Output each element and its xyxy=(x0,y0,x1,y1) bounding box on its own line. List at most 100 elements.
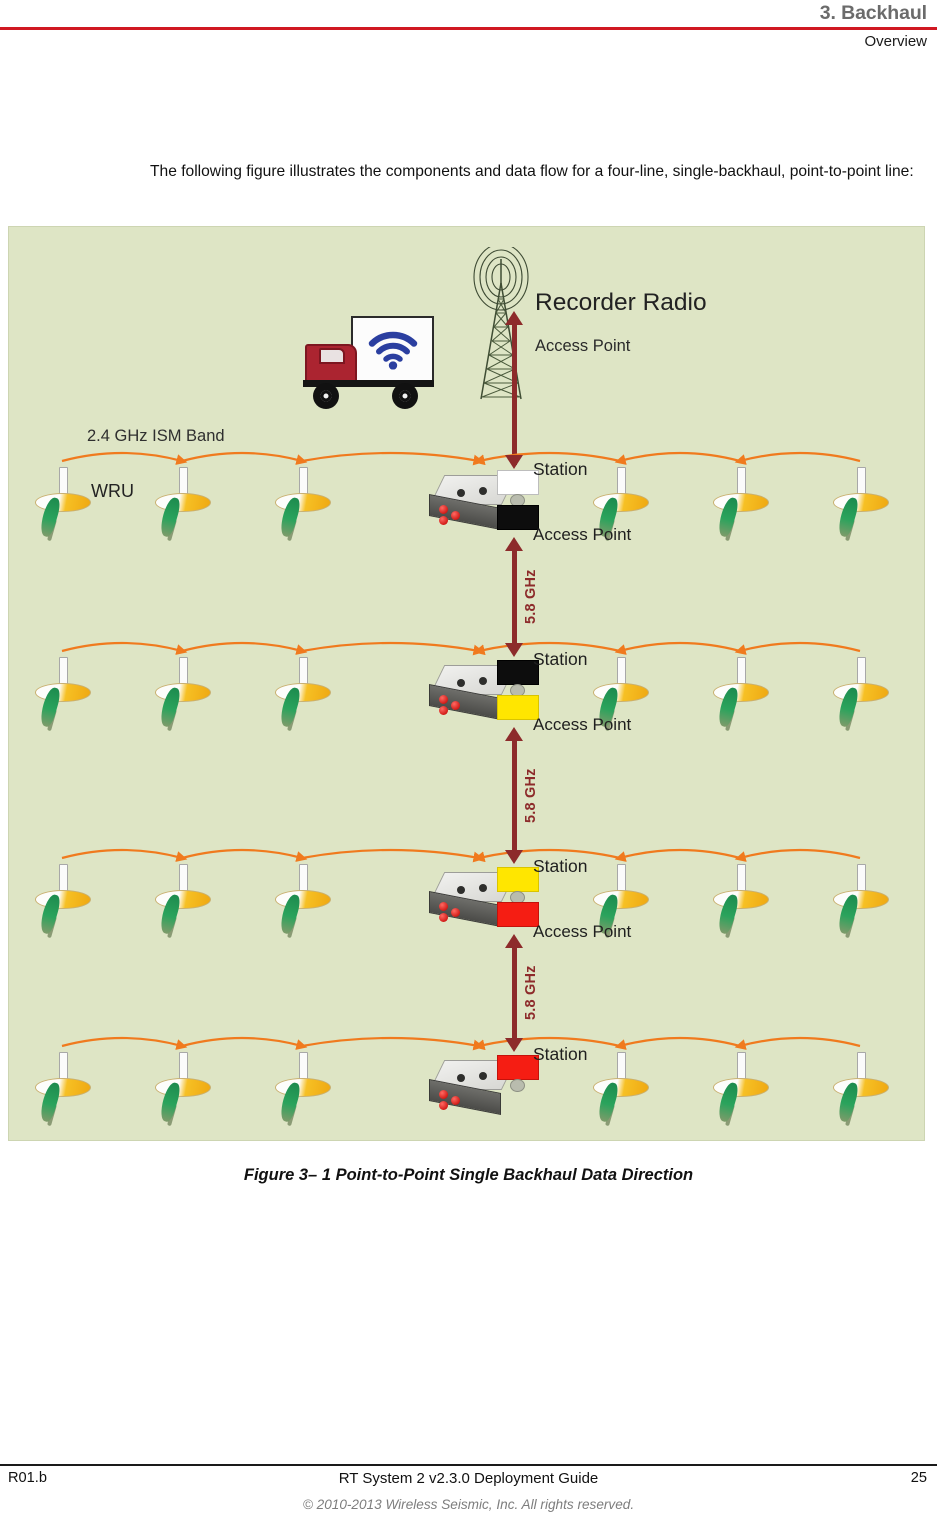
backhaul-led xyxy=(451,701,460,710)
wru-link-arcs-row-2 xyxy=(61,641,861,656)
recorder-truck xyxy=(299,312,434,409)
backhaul-led xyxy=(439,706,448,715)
backhaul-port xyxy=(479,677,487,685)
wifi-icon xyxy=(368,331,417,370)
recorder-downlink-arrowhead xyxy=(505,455,523,469)
label-recorder-access-point: Access Point xyxy=(535,337,631,355)
label-backhaul-frequency: 5.8 GHz xyxy=(523,767,539,823)
wru-body xyxy=(593,683,649,702)
page-footer: R01.b RT System 2 v2.3.0 Deployment Guid… xyxy=(0,1440,937,1516)
wru-body xyxy=(35,1078,91,1097)
wru-node xyxy=(589,657,651,732)
backhaul-led xyxy=(439,505,448,514)
label-access-point: Access Point xyxy=(533,922,632,941)
label-access-point: Access Point xyxy=(533,715,632,734)
wru-body xyxy=(593,493,649,512)
label-recorder-radio: Recorder Radio xyxy=(535,289,707,316)
wru-body xyxy=(155,1078,211,1097)
backhaul-port xyxy=(479,884,487,892)
access-point-radio-block xyxy=(497,695,539,720)
wru-node xyxy=(151,1052,213,1127)
backhaul-port xyxy=(457,1074,465,1082)
access-point-radio-block xyxy=(497,902,539,927)
wru-node xyxy=(829,467,891,542)
label-station: Station xyxy=(533,649,588,669)
recorder-uplink-arrowhead xyxy=(505,311,523,325)
wru-node xyxy=(151,657,213,732)
footer-revision: R01.b xyxy=(8,1470,47,1486)
backhaul-uplink-arrowhead xyxy=(505,727,523,741)
wru-body xyxy=(833,890,889,909)
truck-wheel-rear xyxy=(392,383,418,409)
wru-node xyxy=(31,864,93,939)
figure-point-to-point-backhaul: Recorder Radio Access Point 2.4 GHz ISM … xyxy=(8,226,925,1141)
page-header: 3. Backhaul Overview xyxy=(0,0,937,72)
figure-caption: Figure 3– 1 Point-to-Point Single Backha… xyxy=(243,1166,694,1184)
wru-body xyxy=(713,890,769,909)
wru-body xyxy=(35,890,91,909)
wru-body xyxy=(833,683,889,702)
backhaul-led xyxy=(451,511,460,520)
radio-tower-icon xyxy=(473,247,529,400)
wru-node xyxy=(271,657,333,732)
access-point-radio-block xyxy=(497,505,539,530)
backhaul-port xyxy=(457,679,465,687)
backhaul-uplink-arrowhead xyxy=(505,537,523,551)
wru-body xyxy=(713,1078,769,1097)
wru-body xyxy=(593,890,649,909)
wru-body xyxy=(155,890,211,909)
backhaul-led xyxy=(451,1096,460,1105)
backhaul-led xyxy=(439,695,448,704)
backhaul-led xyxy=(451,908,460,917)
figure-canvas: Recorder Radio Access Point 2.4 GHz ISM … xyxy=(8,226,925,1141)
label-station: Station xyxy=(533,1044,588,1064)
wru-node xyxy=(151,467,213,542)
station-radio-block xyxy=(497,1055,539,1080)
wru-node xyxy=(271,467,333,542)
wru-body xyxy=(593,1078,649,1097)
wru-node xyxy=(271,1052,333,1127)
wru-body xyxy=(275,493,331,512)
wru-body xyxy=(833,1078,889,1097)
wru-body xyxy=(275,890,331,909)
wru-link-arcs-row-4 xyxy=(61,1036,861,1051)
wru-link-arcs-row-3 xyxy=(61,848,861,863)
label-access-point: Access Point xyxy=(533,525,632,544)
backhaul-link-shaft xyxy=(512,944,517,1044)
wru-node xyxy=(829,657,891,732)
footer-copyright: © 2010-2013 Wireless Seismic, Inc. All r… xyxy=(302,1497,635,1512)
wru-body xyxy=(713,683,769,702)
backhaul-unit xyxy=(429,665,523,721)
wru-body xyxy=(155,493,211,512)
backhaul-port xyxy=(457,489,465,497)
backhaul-port xyxy=(479,1072,487,1080)
header-chapter-title: 3. Backhaul xyxy=(819,2,927,24)
wru-body xyxy=(275,683,331,702)
label-wru: WRU xyxy=(91,481,134,501)
label-backhaul-frequency: 5.8 GHz xyxy=(523,965,539,1020)
wru-node xyxy=(709,657,771,732)
truck-chassis xyxy=(303,380,434,387)
backhaul-downlink-arrowhead xyxy=(505,850,523,864)
wru-node xyxy=(709,1052,771,1127)
truck-wheel-front xyxy=(313,383,339,409)
wru-node xyxy=(709,467,771,542)
label-station: Station xyxy=(533,856,588,876)
label-station: Station xyxy=(533,459,588,479)
backhaul-downlink-arrowhead xyxy=(505,1038,523,1052)
wru-node xyxy=(589,467,651,542)
wru-body xyxy=(833,493,889,512)
wru-node xyxy=(31,1052,93,1127)
wru-node xyxy=(151,864,213,939)
wru-node xyxy=(709,864,771,939)
backhaul-unit xyxy=(429,872,523,928)
truck-window xyxy=(319,348,345,364)
label-ism-band: 2.4 GHz ISM Band xyxy=(87,427,225,445)
wru-body xyxy=(35,683,91,702)
wru-body xyxy=(713,493,769,512)
footer-document-title: RT System 2 v2.3.0 Deployment Guide xyxy=(338,1470,599,1487)
backhaul-antenna-mount xyxy=(510,1079,525,1092)
backhaul-link-shaft xyxy=(512,737,517,856)
wru-node xyxy=(31,657,93,732)
recorder-uplink-shaft xyxy=(512,325,517,465)
